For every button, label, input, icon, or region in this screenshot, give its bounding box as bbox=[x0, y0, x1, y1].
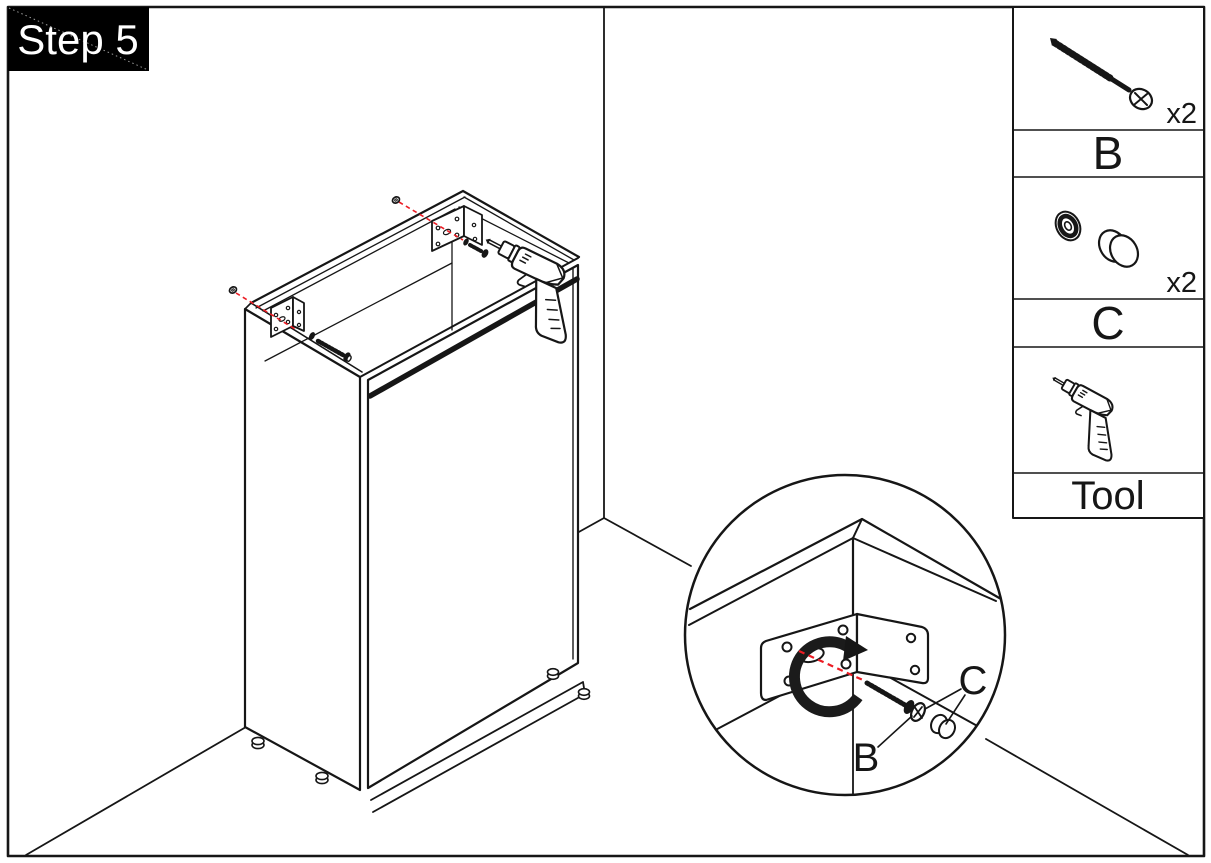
drill-icon bbox=[1052, 377, 1114, 462]
part-count: x2 bbox=[1166, 98, 1197, 130]
cap-icon bbox=[391, 196, 401, 204]
callout-leader-b bbox=[877, 715, 913, 748]
part-label: C bbox=[1091, 297, 1124, 349]
rotate-arrowhead-icon bbox=[843, 636, 868, 661]
cabinet-top-outer-rim bbox=[249, 189, 581, 305]
step-label: Step 5 bbox=[17, 16, 138, 63]
screw-guide-left bbox=[228, 286, 352, 362]
room-walls bbox=[25, 7, 1189, 856]
detail-circle: B C bbox=[683, 473, 1007, 797]
washer-icon bbox=[463, 238, 469, 246]
cabinet-feet bbox=[251, 667, 591, 785]
tool-cell: Tool bbox=[1052, 377, 1145, 518]
cabinet-left-rim bbox=[244, 302, 363, 373]
screw-guide-line bbox=[398, 201, 464, 241]
step-box: Step 5 bbox=[8, 7, 149, 71]
part-label: B bbox=[1093, 127, 1124, 179]
part-count: x2 bbox=[1166, 267, 1197, 299]
bracket-left bbox=[270, 296, 305, 338]
washer-and-cap-icon bbox=[1054, 210, 1140, 268]
callout-label-c: C bbox=[959, 659, 988, 703]
part-b-cell: x2 B bbox=[1050, 38, 1197, 179]
rotate-arrow-icon bbox=[789, 636, 863, 718]
bracket-flange-icon bbox=[463, 205, 483, 246]
parts-panel-dividers bbox=[1012, 129, 1205, 474]
washer-icon bbox=[308, 332, 316, 340]
screw-guide-line bbox=[798, 649, 866, 683]
callout-leader-c bbox=[924, 688, 966, 725]
cabinet-top-inner-rim bbox=[255, 196, 575, 362]
cabinet-left-panel bbox=[243, 307, 362, 792]
screw-icon bbox=[468, 243, 483, 253]
screw-icon bbox=[1050, 38, 1154, 111]
step-box-diagonal bbox=[8, 7, 149, 71]
screw-guide-right bbox=[391, 196, 489, 258]
step-box-background bbox=[8, 7, 149, 71]
cap-icon bbox=[228, 286, 238, 294]
parts-panel: x2 B x2 C bbox=[1012, 6, 1205, 519]
tool-label: Tool bbox=[1071, 474, 1144, 518]
bracket-flange-icon bbox=[855, 612, 930, 685]
floor-edge-left bbox=[25, 517, 605, 856]
cabinet-front-door bbox=[366, 263, 580, 790]
floor-edge-right bbox=[603, 517, 1189, 856]
callout-label-b: B bbox=[853, 736, 880, 780]
screw-guide-line bbox=[235, 292, 296, 330]
bracket-right bbox=[431, 205, 483, 252]
cabinet-illustration bbox=[243, 189, 591, 813]
drill-icon bbox=[485, 238, 567, 344]
part-c-cell: x2 C bbox=[1054, 210, 1197, 349]
screw-icon bbox=[864, 680, 908, 708]
screw-icon bbox=[315, 338, 346, 358]
